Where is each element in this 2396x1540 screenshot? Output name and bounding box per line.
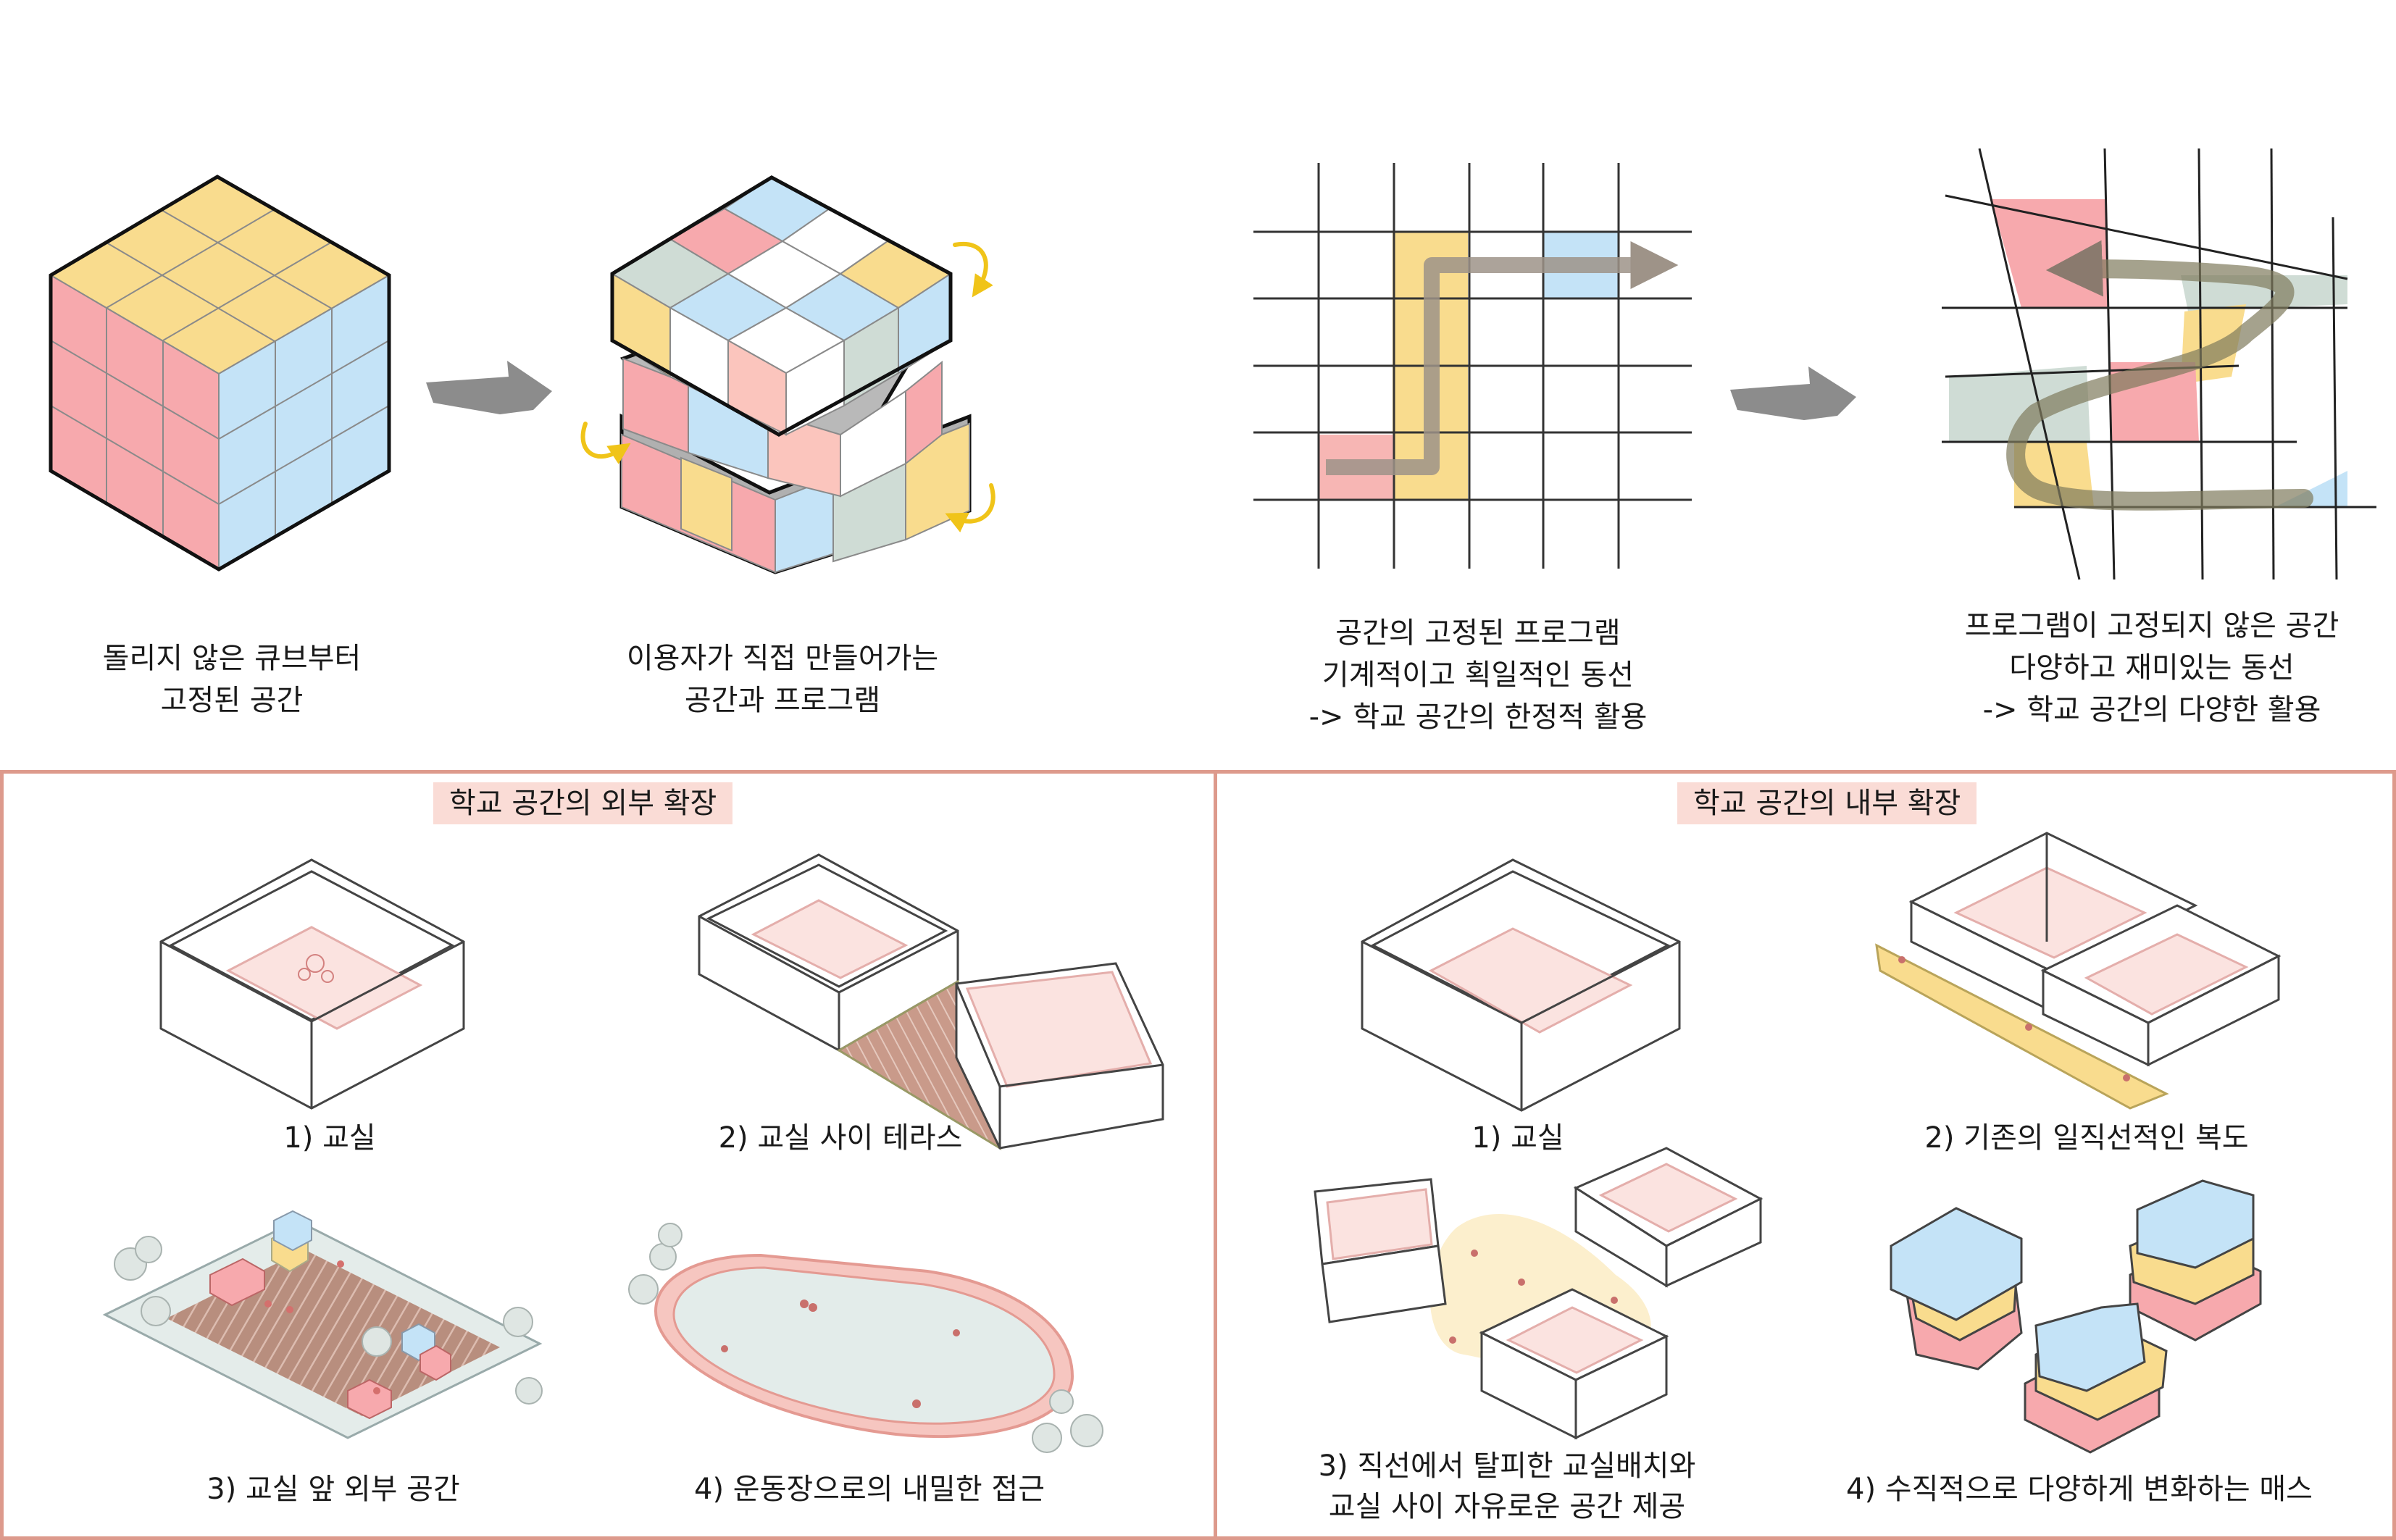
caption-line: 프로그램이 고정되지 않은 공간	[1964, 609, 2339, 643]
vertical-masses	[1890, 1179, 2262, 1454]
fixed-program-grid	[1253, 163, 1692, 569]
user-cube-caption: 이용자가 직접 만들어가는 공간과 프로그램	[601, 637, 964, 721]
panel-title: 학교 공간의 외부 확장	[433, 782, 733, 824]
fixed-cube	[49, 175, 391, 572]
item-caption: 2) 교실 사이 테라스	[718, 1121, 963, 1155]
linear-corridor	[1875, 832, 2282, 1110]
caption-line: -> 학교 공간의 다양한 활용	[1982, 693, 2321, 727]
caption-line: 이용자가 직접 만들어가는	[626, 642, 939, 675]
terrace-classrooms	[698, 853, 1164, 1151]
caption-line: -> 학교 공간의 한정적 활용	[1308, 700, 1648, 734]
item-caption: 3) 직선에서 탈피한 교실배치와	[1318, 1449, 1696, 1483]
caption-line: 공간과 프로그램	[684, 684, 881, 717]
transform-arrow-icon	[1730, 367, 1856, 420]
rotate-arrow-icon	[580, 241, 995, 532]
item-caption: 3) 교실 앞 외부 공간	[206, 1473, 460, 1506]
external-expansion-panel	[0, 770, 1217, 1540]
classroom-box	[159, 858, 465, 1110]
panel-title: 학교 공간의 내부 확장	[1677, 782, 1977, 824]
item-caption: 4) 수직적으로 다양하게 변화하는 매스	[1846, 1473, 2313, 1506]
playground-track	[628, 1223, 1103, 1453]
free-program-grid	[1942, 148, 2376, 580]
item-caption: 1) 교실	[1472, 1121, 1564, 1155]
circulation-path	[1326, 241, 1679, 475]
caption-line: 기계적이고 획일적인 동선	[1322, 658, 1635, 692]
transform-arrow-icon	[426, 361, 552, 414]
caption-line: 돌리지 않은 큐브부터	[102, 642, 362, 675]
fixed-cube-caption: 돌리지 않은 큐브부터 고정된 공간	[72, 637, 391, 721]
classroom-box	[1361, 858, 1681, 1112]
item-caption: 교실 사이 자유로운 공간 제공	[1328, 1490, 1686, 1523]
twisted-cube	[610, 175, 972, 574]
internal-expansion-panel	[1214, 770, 2396, 1540]
caption-line: 고정된 공간	[160, 684, 304, 717]
circulation-path	[2006, 240, 2313, 511]
item-caption: 4) 운동장으로의 내밀한 접근	[694, 1473, 1045, 1506]
free-program-caption: 프로그램이 고정되지 않은 공간 다양하고 재미있는 동선 -> 학교 공간의 …	[1934, 605, 2369, 731]
outdoor-deck	[102, 1210, 543, 1439]
item-caption: 2) 기존의 일직선적인 복도	[1924, 1121, 2249, 1155]
scattered-classrooms	[1314, 1147, 1763, 1440]
item-caption: 1) 교실	[283, 1121, 376, 1155]
fixed-program-caption: 공간의 고정된 프로그램 기계적이고 획일적인 동선 -> 학교 공간의 한정적…	[1275, 612, 1681, 738]
caption-line: 다양하고 재미있는 동선	[2009, 651, 2295, 685]
caption-line: 공간의 고정된 프로그램	[1335, 616, 1621, 650]
